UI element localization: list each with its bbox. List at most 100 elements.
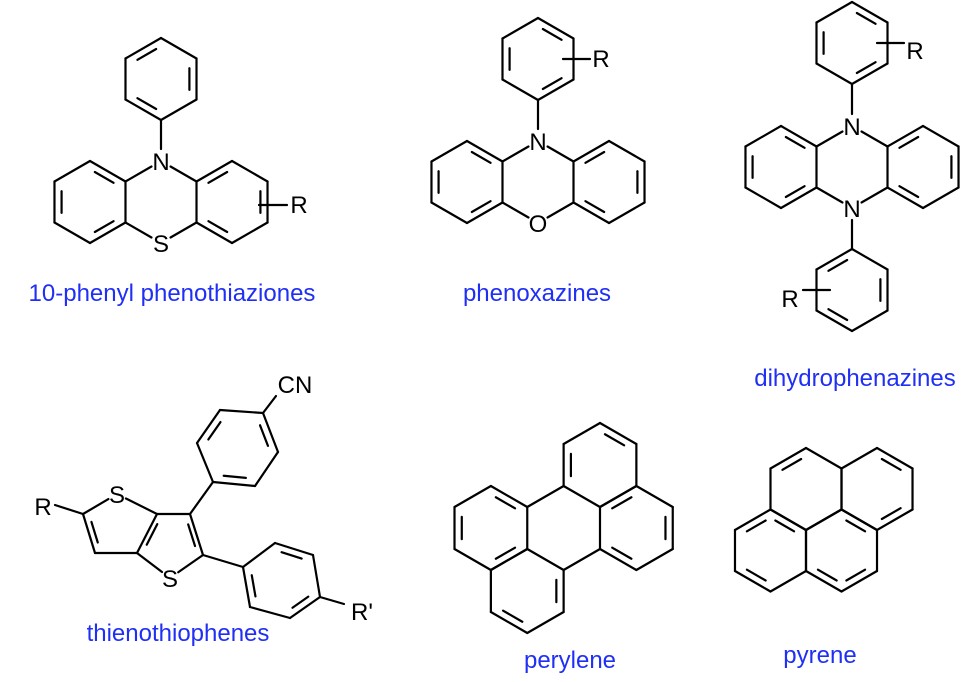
- bond: [135, 551, 164, 574]
- double-bond: [774, 519, 796, 533]
- double-bond: [745, 519, 767, 533]
- ring-bond: [744, 186, 783, 210]
- ring-bond: [195, 159, 234, 183]
- ring-bond: [526, 547, 565, 572]
- double-bond: [207, 220, 229, 234]
- ring-bond: [311, 553, 322, 599]
- ring-bond: [598, 421, 638, 446]
- ring-bond: [815, 309, 854, 333]
- ring-bond: [465, 201, 504, 225]
- atom-s-top: S: [109, 482, 125, 509]
- ring-bond: [124, 36, 163, 60]
- double-bond: [291, 595, 310, 609]
- double-bond: [898, 185, 920, 199]
- ring-bond: [921, 186, 960, 210]
- label-pyrene: pyrene: [783, 642, 856, 669]
- ring-bond: [733, 508, 772, 532]
- perylene-structure: perylene: [453, 421, 674, 674]
- pyrene-structure: pyrene: [733, 446, 914, 669]
- double-bond: [250, 574, 257, 598]
- dihydrophenazine-structure: N N R R dihydrophenazines: [744, 0, 960, 392]
- phenothiazine-structure: N S R 10-phenyl phenothiaziones: [29, 36, 316, 307]
- bond: [526, 484, 565, 509]
- double-bond: [280, 551, 303, 560]
- ring-bond: [779, 186, 818, 210]
- double-bond: [745, 568, 767, 582]
- double-bond: [541, 77, 563, 91]
- label-phenoxazines: phenoxazines: [463, 280, 611, 307]
- bond: [124, 497, 159, 516]
- substituent-r-prime: R': [351, 599, 373, 626]
- double-bond: [827, 258, 849, 272]
- bond: [562, 547, 602, 572]
- double-bond: [494, 546, 517, 560]
- ring-bond: [815, 0, 854, 24]
- atom-n-bottom: N: [843, 196, 860, 223]
- ring-bond: [850, 62, 889, 86]
- ring-bond: [850, 247, 889, 271]
- ring-bond: [430, 139, 469, 163]
- double-bond: [611, 546, 633, 560]
- atom-n: N: [529, 129, 546, 156]
- ring-bond: [850, 0, 889, 24]
- ring-bond: [526, 610, 565, 635]
- bond: [169, 165, 198, 183]
- bond: [501, 145, 530, 163]
- double-bond: [258, 424, 270, 447]
- ring-bond: [886, 186, 925, 210]
- bond: [201, 553, 245, 569]
- ring-bond: [453, 484, 492, 509]
- atom-o: O: [529, 211, 548, 238]
- bond: [177, 553, 205, 574]
- ring-bond: [489, 484, 529, 509]
- ring-bond: [195, 441, 215, 484]
- double-bond: [584, 150, 606, 164]
- ring-bond: [453, 547, 492, 572]
- double-bond: [207, 170, 229, 184]
- ring-bond: [804, 446, 843, 470]
- ring-bond: [779, 124, 818, 148]
- ring-bond: [261, 411, 280, 454]
- ring-bond: [598, 547, 638, 572]
- ring-bond: [850, 309, 889, 333]
- ring-bond: [159, 98, 198, 122]
- bond: [860, 130, 889, 148]
- substituent-bond: [53, 503, 85, 516]
- ring-bond: [769, 446, 808, 470]
- double-bond: [816, 568, 838, 582]
- ring-bond: [607, 201, 646, 225]
- bond: [81, 497, 110, 516]
- double-bond: [880, 457, 902, 471]
- substituent-bond: [261, 394, 278, 415]
- ring-bond: [921, 124, 960, 148]
- ring-bond: [241, 541, 277, 569]
- ring-bond: [253, 450, 280, 488]
- ring-bond: [159, 36, 198, 60]
- double-bond: [187, 523, 197, 548]
- label-phenothiazines: 10-phenyl phenothiaziones: [29, 280, 316, 307]
- ring-bond: [53, 221, 92, 245]
- bond: [815, 186, 844, 204]
- ring-bond: [572, 201, 611, 225]
- ring-bond: [273, 541, 315, 557]
- phenoxazine-structure: N O R phenoxazines: [430, 16, 646, 307]
- ring-bond: [501, 16, 540, 40]
- ring-bond: [769, 508, 808, 532]
- ring-bond: [875, 508, 914, 532]
- ring-bond: [536, 16, 575, 40]
- ring-bond: [635, 547, 674, 572]
- ring-bond: [815, 247, 854, 271]
- substituent-cn: CN: [278, 372, 313, 399]
- double-bond: [222, 474, 247, 479]
- bond: [501, 201, 530, 219]
- bond: [188, 512, 205, 557]
- double-bond: [784, 135, 806, 149]
- bond: [860, 186, 889, 204]
- atom-n: N: [152, 149, 169, 176]
- double-bond: [611, 496, 633, 510]
- ring-bond: [815, 62, 854, 86]
- double-bond: [145, 523, 159, 546]
- ring-bond: [489, 547, 529, 572]
- bond: [124, 221, 153, 239]
